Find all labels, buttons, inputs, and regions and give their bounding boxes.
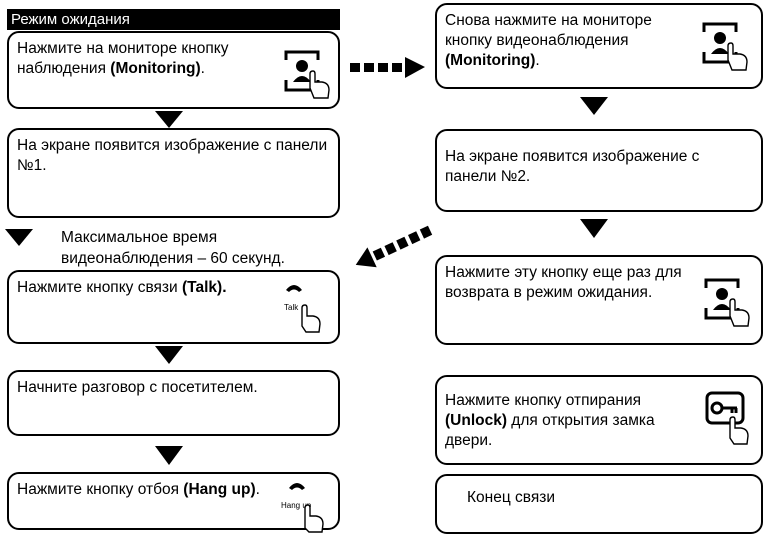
left-step-image-panel1-text: На экране появится изображение с панели … <box>17 137 328 174</box>
arrow-down-icon <box>580 97 608 115</box>
left-step-hangup-tail: . <box>255 481 260 498</box>
left-step-monitoring: Нажмите на мониторе кнопку наблюдения (M… <box>7 31 340 109</box>
right-step-unlock-text: Нажмите кнопку отпирания <box>445 392 641 409</box>
mode-header: Режим ожидания <box>7 9 340 30</box>
right-step-monitoring-tail: . <box>535 52 540 69</box>
monitor-button-icon <box>704 278 750 327</box>
left-step-talk: Нажмите кнопку связи (Talk). <box>7 270 340 344</box>
left-step-image-panel1: На экране появится изображение с панели … <box>7 128 340 218</box>
hangup-button-icon: Hang up <box>281 483 324 533</box>
dashed-arrow-diagonal-icon <box>355 225 433 268</box>
arrow-down-icon <box>5 229 33 246</box>
hangup-icon-label: Hang up <box>281 501 312 510</box>
right-step-image-panel2: На экране появится изображение с панели … <box>435 129 763 212</box>
right-step-end-text: Конец связи <box>467 489 555 506</box>
arrow-down-icon <box>155 346 183 364</box>
left-step-monitoring-bold: (Monitoring) <box>110 60 201 77</box>
left-step-hangup: Нажмите кнопку отбоя (Hang up). <box>7 472 340 530</box>
arrow-down-icon <box>155 111 183 128</box>
left-step-monitoring-tail: . <box>200 60 205 77</box>
monitor-button-icon <box>702 22 748 71</box>
left-step-hangup-bold: (Hang up) <box>183 481 256 498</box>
left-step-monitoring-text: Нажмите на мониторе кнопку наблюдения <box>17 40 229 77</box>
monitor-button-icon <box>284 50 330 99</box>
right-step-monitoring: Снова нажмите на мониторе кнопку видеона… <box>435 3 763 89</box>
left-step-hangup-text: Нажмите кнопку отбоя <box>17 481 184 498</box>
max-time-note-line2: видеонаблюдения – 60 секунд. <box>61 250 285 267</box>
left-step-talk-text: Нажмите кнопку связи <box>17 279 182 296</box>
talk-icon-label: Talk <box>284 303 299 312</box>
left-step-talk-bold: (Talk). <box>182 279 227 296</box>
right-step-return-text: Нажмите эту кнопку еще раз для возврата … <box>445 264 682 301</box>
right-step-image-panel2-text: На экране появится изображение с панели … <box>445 148 700 185</box>
right-step-monitoring-text: Снова нажмите на мониторе кнопку видеона… <box>445 12 652 49</box>
left-step-conversation-text: Начните разговор с посетителем. <box>17 379 258 396</box>
right-step-unlock-tail: для открытия замка двери. <box>445 412 655 449</box>
max-time-note-line1: Максимальное время <box>61 229 218 246</box>
right-step-return: Нажмите эту кнопку еще раз для возврата … <box>435 255 763 345</box>
right-step-end: Конец связи <box>435 474 763 534</box>
talk-button-icon: Talk <box>284 285 321 333</box>
unlock-button-icon <box>705 391 749 445</box>
right-step-monitoring-bold: (Monitoring) <box>445 52 536 69</box>
left-step-conversation: Начните разговор с посетителем. <box>7 370 340 436</box>
arrow-down-icon <box>580 219 608 238</box>
max-time-note: Максимальное время видеонаблюдения – 60 … <box>61 227 285 269</box>
dashed-arrow-right-icon <box>350 57 425 78</box>
right-step-unlock-bold: (Unlock) <box>445 412 507 429</box>
arrow-down-icon <box>155 446 183 465</box>
